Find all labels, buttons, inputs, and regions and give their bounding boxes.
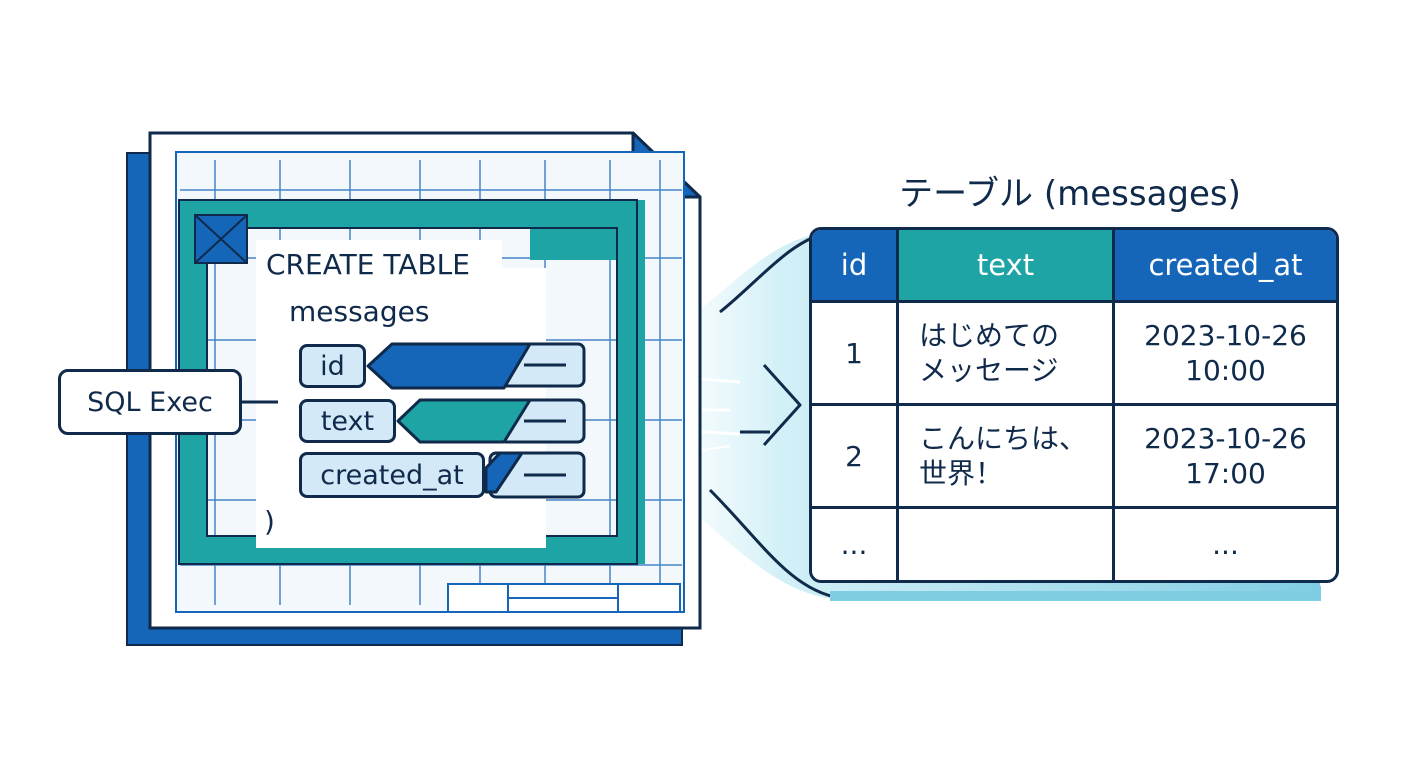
- table-cell: ...: [1212, 528, 1239, 561]
- sql-exec-label: SQL Exec: [58, 369, 242, 435]
- column-chip-created-at: created_at: [299, 452, 485, 498]
- header-id: id: [812, 230, 899, 303]
- header-text: text: [899, 230, 1115, 303]
- messages-table: id text created_at 1 はじめての メッセージ 2023-10…: [809, 227, 1339, 583]
- table-cell: こんにちは、 世界！: [899, 406, 1115, 509]
- header-created-at: created_at: [1115, 230, 1336, 303]
- column-chip-text: text: [299, 399, 396, 443]
- table-cell: 1: [812, 303, 899, 406]
- table-cell: 2023-10-26 10:00: [1115, 303, 1336, 406]
- table-cell: ...: [812, 509, 899, 580]
- table-cell: [899, 509, 1115, 580]
- column-connectors: [366, 342, 586, 499]
- column-chip-id: id: [299, 344, 366, 388]
- create-table-keyword: CREATE TABLE: [266, 248, 470, 281]
- table-cell: 2023-10-26 17:00: [1115, 406, 1336, 509]
- closing-paren: ): [264, 505, 275, 538]
- table-cell: はじめての メッセージ: [899, 303, 1115, 406]
- table-title: テーブル (messages): [899, 174, 1241, 214]
- table-cell: 2: [812, 406, 899, 509]
- table-name-code: messages: [289, 295, 430, 328]
